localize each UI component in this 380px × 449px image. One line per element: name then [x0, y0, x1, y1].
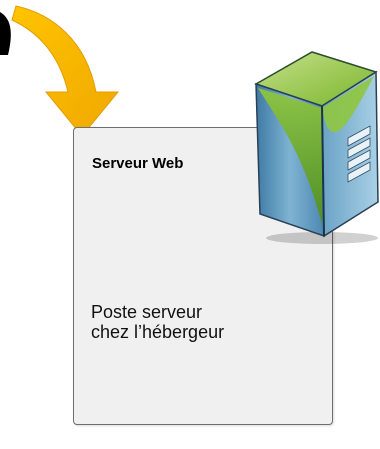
card-title: Serveur Web [92, 155, 184, 172]
curved-arrow-icon [11, 5, 120, 137]
card-description: Poste serveur chez l’hébergeur [91, 302, 291, 342]
server-tower-icon [254, 51, 379, 244]
description-line-2: chez l’hébergeur [91, 322, 225, 342]
description-line-1: Poste serveur [91, 302, 203, 322]
black-stroke-fragment [0, 12, 11, 55]
